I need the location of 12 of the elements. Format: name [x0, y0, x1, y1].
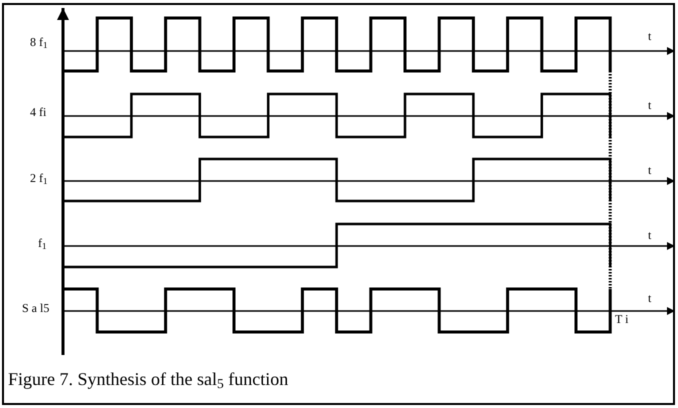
signal-label: f$_{1}$: [38, 237, 46, 249]
axis-label: t: [648, 30, 652, 42]
period-label: T i: [615, 313, 628, 325]
signal-label: 4 fi: [30, 106, 46, 118]
axis-label: t: [648, 292, 652, 304]
axis-label: t: [648, 99, 652, 111]
axis-label: t: [648, 164, 652, 176]
signal-label: S a l5: [22, 302, 50, 314]
axis-label: t: [648, 229, 652, 241]
signal-label: 2 f$_{1}$: [30, 172, 48, 184]
signal-label: 8 f$_{1}$: [30, 36, 48, 48]
caption: Figure 7. Synthesis of the sal$_{5}$ function: [8, 370, 288, 388]
